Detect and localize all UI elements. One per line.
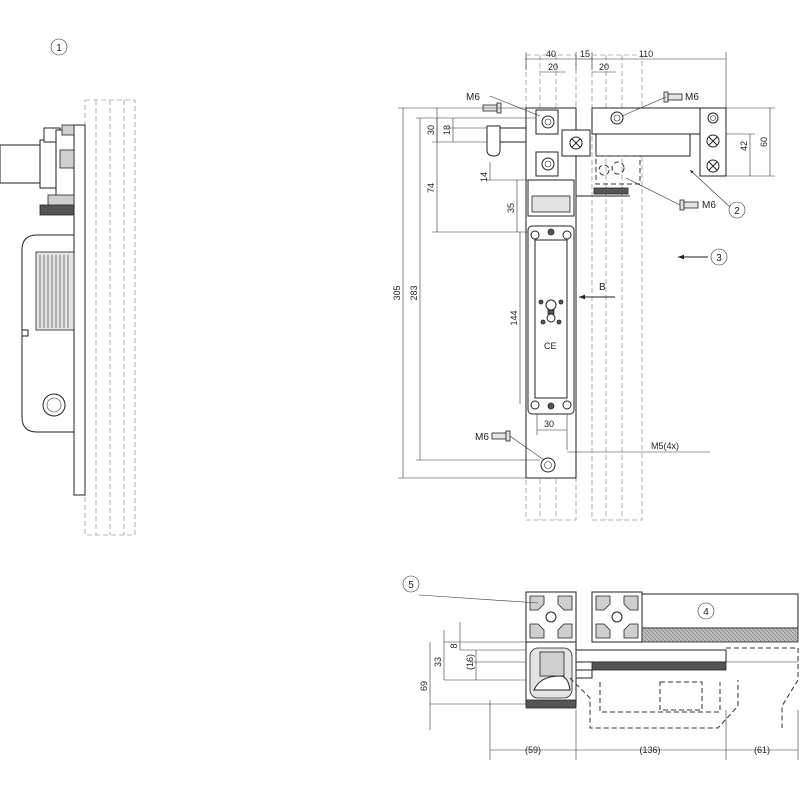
side-release-knob (42, 393, 66, 417)
callout-5-label: 5 (408, 580, 414, 591)
front-bolt-bottom (540, 457, 556, 473)
dim-left-30: 30 (426, 125, 436, 135)
dim-section-61: (61) (754, 745, 770, 755)
section-view: 69 33 8 (16) (59) (136) (61) 5 4 (402, 575, 799, 760)
screw-label-middle: M6 (702, 200, 716, 211)
dim-left-74: 74 (426, 183, 436, 193)
dim-left-35: 35 (506, 203, 516, 213)
ce-mark: CE (544, 341, 557, 351)
callout-1-circle (50, 38, 68, 56)
front-bolt-top (541, 115, 555, 129)
dim-section-8: 8 (449, 643, 459, 648)
front-key-symbol (545, 299, 557, 311)
dim-section-33: 33 (433, 657, 443, 667)
front-bracket-arm (595, 133, 691, 157)
dim-section-59: (59) (525, 745, 541, 755)
front-profile-right (591, 54, 643, 521)
dim-top-20a: 20 (548, 62, 558, 72)
section-hidden-profile (569, 677, 739, 729)
callout-5-circle (402, 575, 420, 593)
side-view: 1 (0, 38, 136, 536)
dim-top-15: 15 (580, 49, 590, 59)
dim-top-20b: 20 (599, 62, 609, 72)
screw-symbol-top-right (663, 91, 683, 103)
dim-left-283: 283 (409, 285, 419, 300)
profile-section-right (591, 591, 643, 643)
front-view: CE M6 M6 M6 M6 (392, 49, 775, 521)
screw-label-top-right: M6 (685, 92, 699, 103)
door-panel (641, 593, 799, 629)
dim-mid-144: 144 (509, 310, 519, 325)
door-panel-hatch (641, 627, 799, 643)
dim-top-110: 110 (639, 49, 653, 59)
dim-left-18: 18 (442, 125, 452, 135)
dim-bottom-30: 30 (544, 419, 554, 429)
callout-2-label: 2 (734, 206, 740, 217)
callout-4-label: 4 (703, 607, 709, 618)
thread-label-m5: M5(4x) (651, 441, 679, 451)
screw-symbol-bottom (491, 430, 511, 442)
section-actuator (575, 649, 727, 663)
screw-label-top-left: M6 (466, 92, 480, 103)
dim-left-305: 305 (392, 285, 402, 300)
dim-section-69: 69 (419, 681, 429, 691)
screw-label-bottom: M6 (475, 432, 489, 443)
callout-3-label: 3 (716, 253, 722, 264)
side-mounting-plate (73, 124, 86, 496)
dim-right-60: 60 (759, 137, 769, 147)
dim-top-40: 40 (546, 49, 556, 59)
profile-section-left (525, 591, 577, 643)
callout-4-circle (697, 602, 715, 620)
callout-1-label: 1 (56, 43, 62, 54)
dim-section-136: (136) (639, 745, 660, 755)
side-actuator-block (0, 144, 41, 184)
dim-section-16: (16) (465, 654, 475, 670)
dim-left-14: 14 (479, 172, 489, 182)
view-label-b: B (599, 282, 606, 293)
dim-right-42: 42 (739, 141, 749, 151)
callout-2-circle (728, 201, 746, 219)
callout-3-circle (710, 248, 728, 266)
front-actuator-tongue (486, 125, 501, 157)
screw-symbol-middle (679, 199, 699, 211)
front-bracket-hidden (595, 155, 641, 185)
